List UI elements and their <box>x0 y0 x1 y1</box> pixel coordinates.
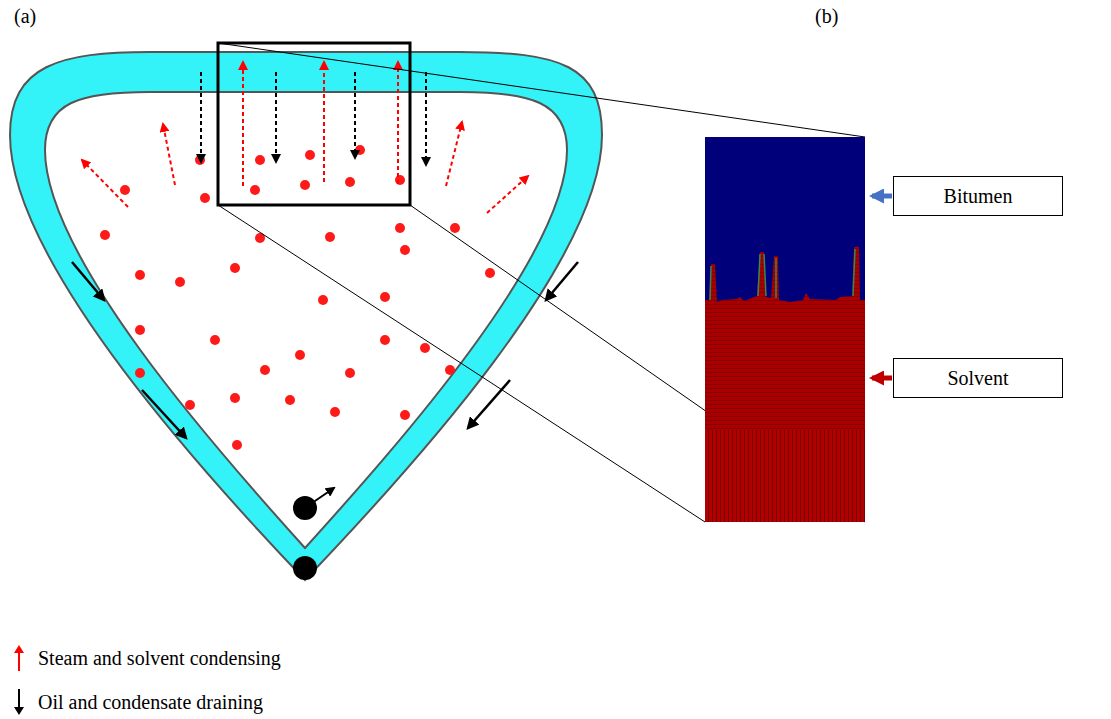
material-label-box: Bitumen <box>893 176 1063 216</box>
box-text: Bitumen <box>944 184 1013 208</box>
legend-swatch <box>12 688 26 716</box>
box-text: Solvent <box>947 366 1008 390</box>
legend-text: Oil and condensate draining <box>38 690 263 714</box>
panel-label: (b) <box>815 4 838 28</box>
material-label-box: Solvent <box>893 358 1063 398</box>
legend-row: Oil and condensate draining <box>12 688 263 716</box>
legend-text: Steam and solvent condensing <box>38 646 281 670</box>
legend-row: Steam and solvent condensing <box>12 644 281 672</box>
legend-swatch <box>12 644 26 672</box>
panel-label: (a) <box>14 4 36 28</box>
